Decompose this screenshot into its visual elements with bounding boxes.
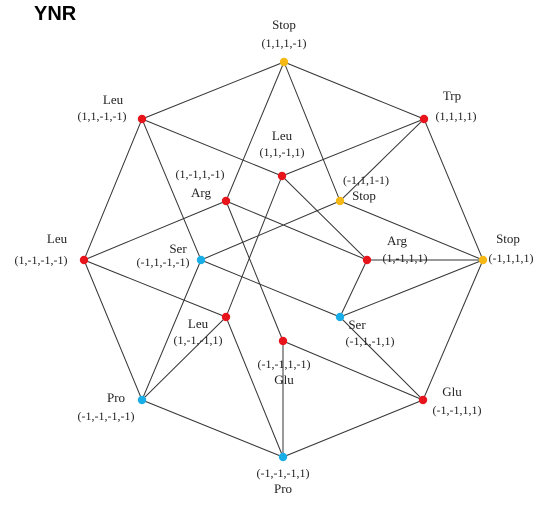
node-label-n13: Glu bbox=[274, 372, 294, 387]
node-label-n4: Leu bbox=[272, 128, 293, 143]
node-code-n11: (1,-1,-1,1) bbox=[174, 333, 223, 347]
node-code-n4: (1,1,-1,1) bbox=[260, 145, 305, 159]
edge-n15-n16 bbox=[282, 399, 424, 458]
edge-n5-n7 bbox=[83, 200, 227, 261]
edges-layer bbox=[83, 61, 484, 458]
node-code-n10: (-1,1,1,1) bbox=[489, 251, 534, 265]
edge-n7-n11 bbox=[83, 259, 227, 318]
edge-n3-n4 bbox=[281, 118, 425, 177]
node-code-n16: (-1,-1,-1,1) bbox=[257, 466, 310, 480]
node-code-n12: (-1,1,-1,1) bbox=[346, 334, 395, 348]
node-n10 bbox=[478, 255, 488, 265]
node-label-n16: Pro bbox=[274, 481, 292, 496]
edge-n2-n8 bbox=[141, 118, 202, 261]
node-code-n7: (1,-1,-1,-1) bbox=[15, 253, 68, 267]
node-n14 bbox=[137, 395, 147, 405]
edge-n6-n10 bbox=[339, 200, 484, 261]
labels-layer: Stop (1,1,1,-1) Leu (1,1,-1,-1) Trp (1,1,1,1)… bbox=[15, 17, 534, 496]
node-code-n9: (1,-1,1,1) bbox=[383, 251, 428, 265]
edge-n1-n2 bbox=[141, 61, 285, 120]
node-n9 bbox=[362, 255, 372, 265]
nodes-layer bbox=[79, 57, 488, 462]
node-label-n8: Ser bbox=[169, 241, 187, 256]
edge-n3-n10 bbox=[423, 118, 484, 261]
node-label-n6: Stop bbox=[352, 188, 376, 203]
node-label-n1: Stop bbox=[272, 17, 296, 32]
node-n3 bbox=[419, 114, 429, 124]
edge-n11-n16 bbox=[225, 316, 284, 458]
node-label-n12: Ser bbox=[348, 317, 366, 332]
edge-n4-n9 bbox=[281, 175, 368, 261]
edge-n10-n12 bbox=[339, 259, 484, 318]
node-label-n11: Leu bbox=[188, 316, 209, 331]
node-n16 bbox=[278, 452, 288, 462]
node-n7 bbox=[79, 255, 89, 265]
node-label-n14: Pro bbox=[107, 390, 125, 405]
diagram-title: YNR bbox=[34, 3, 77, 25]
edge-n5-n9 bbox=[225, 200, 368, 261]
edge-n2-n4 bbox=[141, 118, 283, 177]
node-n5 bbox=[221, 196, 231, 206]
node-n15 bbox=[418, 395, 428, 405]
edge-n7-n14 bbox=[83, 259, 143, 401]
node-code-n2: (1,1,-1,-1) bbox=[78, 109, 127, 123]
node-label-n15: Glu bbox=[442, 384, 462, 399]
node-n13 bbox=[278, 336, 288, 346]
node-n6 bbox=[335, 196, 345, 206]
node-n8 bbox=[196, 255, 206, 265]
edge-n11-n14 bbox=[141, 316, 227, 401]
edge-n6-n8 bbox=[200, 200, 341, 261]
node-n11 bbox=[221, 312, 231, 322]
node-n4 bbox=[277, 171, 287, 181]
edge-n1-n6 bbox=[283, 61, 341, 202]
node-label-n9: Arg bbox=[387, 233, 407, 248]
edge-n13-n15 bbox=[282, 340, 424, 401]
node-n2 bbox=[137, 114, 147, 124]
edge-n5-n13 bbox=[225, 200, 284, 342]
node-code-n13: (-1,-1,1,-1) bbox=[258, 357, 311, 371]
edge-n8-n12 bbox=[200, 259, 341, 318]
node-label-n5: Arg bbox=[191, 185, 211, 200]
edge-n2-n7 bbox=[83, 118, 143, 261]
node-code-n8: (-1,1,-1,-1) bbox=[137, 255, 190, 269]
edge-n8-n14 bbox=[141, 259, 202, 401]
edge-n12-n15 bbox=[339, 316, 424, 401]
node-label-n7: Leu bbox=[47, 231, 68, 246]
edge-n14-n16 bbox=[141, 399, 284, 458]
edge-n4-n11 bbox=[225, 175, 283, 318]
node-label-n10: Stop bbox=[496, 231, 520, 246]
edge-n1-n3 bbox=[283, 61, 425, 120]
edge-n10-n15 bbox=[422, 259, 484, 401]
node-code-n14: (-1,-1,-1,-1) bbox=[78, 409, 135, 423]
edge-n9-n12 bbox=[339, 259, 368, 318]
node-label-n3: Trp bbox=[443, 88, 461, 103]
edge-n1-n5 bbox=[225, 61, 285, 202]
node-n1 bbox=[279, 57, 289, 67]
node-n12 bbox=[335, 312, 345, 322]
node-label-n2: Leu bbox=[103, 92, 124, 107]
node-code-n3: (1,1,1,1) bbox=[436, 109, 477, 123]
node-code-n6: (-1,1,1-1) bbox=[343, 173, 389, 187]
node-code-n5: (1,-1,1,-1) bbox=[176, 167, 225, 181]
node-code-n1: (1,1,1,-1) bbox=[262, 36, 307, 50]
node-code-n15: (-1,-1,1,1) bbox=[433, 403, 482, 417]
edge-n3-n6 bbox=[339, 118, 425, 202]
